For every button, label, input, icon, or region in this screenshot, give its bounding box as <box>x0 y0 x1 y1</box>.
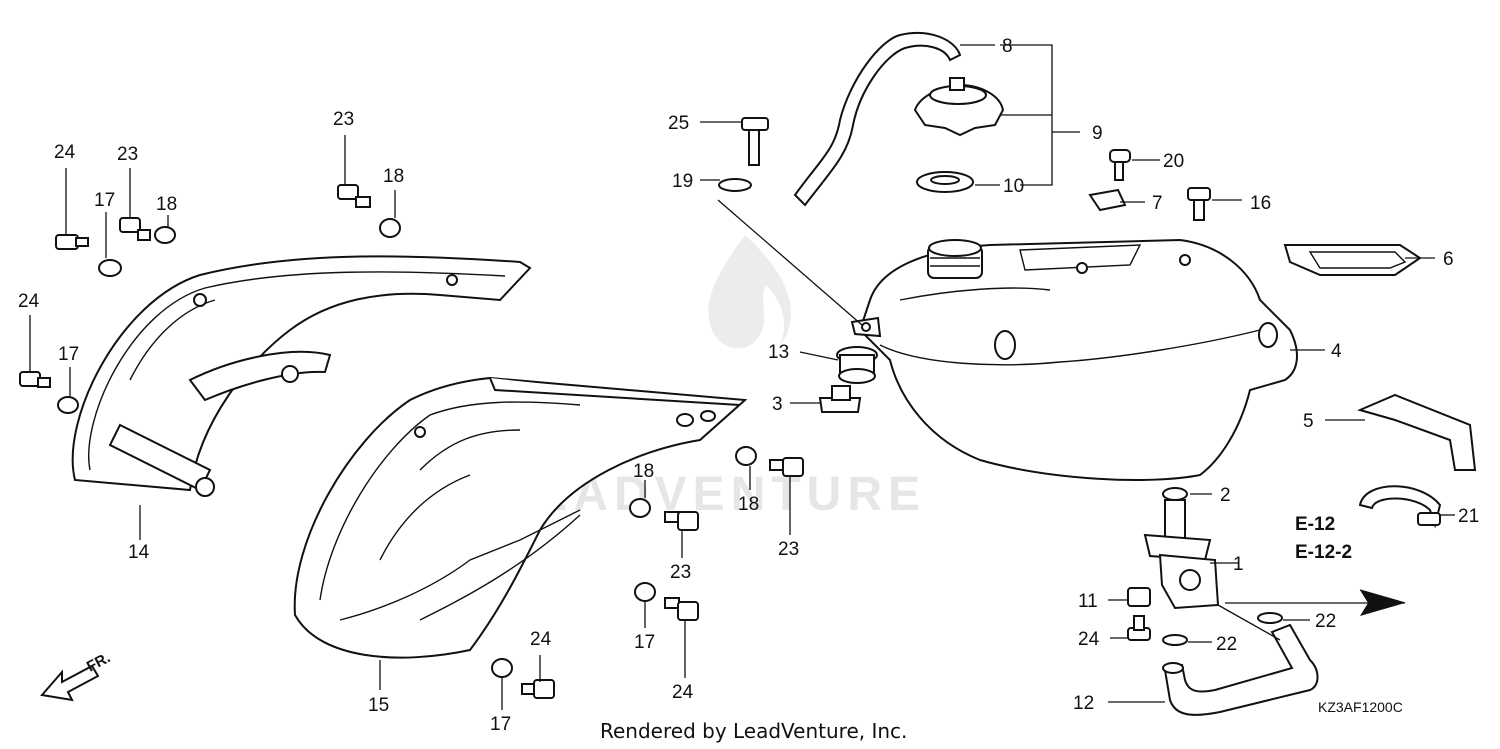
callout-23b: 23 <box>117 144 138 165</box>
callout-24b: 24 <box>18 291 40 312</box>
front-direction-indicator: FR. <box>40 649 113 702</box>
bolt-23b-part[interactable] <box>337 184 371 208</box>
callout-9: 9 <box>1092 123 1103 144</box>
band-21-part[interactable] <box>1358 485 1442 529</box>
collar-18a-part[interactable] <box>154 226 176 244</box>
clip-22b-part[interactable] <box>1162 634 1188 646</box>
left-shroud-part[interactable] <box>71 255 532 497</box>
callout-14: 14 <box>128 542 150 563</box>
callout-16: 16 <box>1250 193 1271 214</box>
collar-17c-part[interactable] <box>634 582 656 602</box>
callout-25: 25 <box>668 113 689 134</box>
bolt-11-part[interactable] <box>1127 587 1151 607</box>
callout-8: 8 <box>1002 36 1013 57</box>
callout-3: 3 <box>772 394 783 415</box>
bolt-24e-part[interactable] <box>1127 615 1151 641</box>
bolt-23a-part[interactable] <box>119 217 151 241</box>
callout-18b: 18 <box>383 166 404 187</box>
credit-text: Rendered by LeadVenture, Inc. <box>600 719 907 743</box>
clip-22a-part[interactable] <box>1257 612 1283 624</box>
callout-13: 13 <box>768 342 789 363</box>
callout-6: 6 <box>1443 249 1454 270</box>
callout-5: 5 <box>1303 411 1314 432</box>
ref-label-e12-2[interactable]: E-12-2 <box>1295 542 1352 563</box>
bolt-16-part[interactable] <box>1187 187 1211 221</box>
callout-4: 4 <box>1331 341 1342 362</box>
collar-17b-part[interactable] <box>57 396 79 414</box>
callout-19: 19 <box>672 171 693 192</box>
callout-17d: 17 <box>490 714 511 735</box>
clip-7-part[interactable] <box>1088 188 1127 212</box>
ref-arrow-icon <box>1360 590 1405 616</box>
fuel-valve-part[interactable] <box>1143 499 1220 610</box>
diagram-code: KZ3AF1200C <box>1318 699 1403 715</box>
callout-17a: 17 <box>94 190 115 211</box>
callout-22b: 22 <box>1216 634 1237 655</box>
callout-17c: 17 <box>634 632 655 653</box>
callout-17b: 17 <box>58 344 79 365</box>
cushion-13-part[interactable] <box>836 346 878 384</box>
bolt-23d-part[interactable] <box>769 457 804 477</box>
bolt-24c-part[interactable] <box>664 597 699 621</box>
callout-24a: 24 <box>54 142 76 163</box>
callout-12: 12 <box>1073 693 1094 714</box>
collar-17d-part[interactable] <box>491 658 513 678</box>
fuel-tank-part[interactable] <box>850 238 1298 481</box>
breather-tube-part[interactable] <box>793 31 962 207</box>
callout-22a: 22 <box>1315 611 1336 632</box>
leader-lines <box>29 44 1455 710</box>
callout-7: 7 <box>1152 193 1163 214</box>
callout-23a: 23 <box>333 109 354 130</box>
fuel-hose-part[interactable] <box>1162 623 1319 716</box>
screw-20-part[interactable] <box>1109 149 1131 181</box>
callout-24d: 24 <box>530 629 552 650</box>
collar-18b-part[interactable] <box>379 218 401 238</box>
callout-11: 11 <box>1078 591 1098 612</box>
callout-15: 15 <box>368 695 389 716</box>
callout-20: 20 <box>1163 151 1184 172</box>
bolt-24d-part[interactable] <box>521 679 555 699</box>
callout-21: 21 <box>1458 506 1479 527</box>
pad-5-part[interactable] <box>1357 393 1477 471</box>
callout-1: 1 <box>1233 554 1244 575</box>
callout-10: 10 <box>1003 176 1024 197</box>
callout-24c: 24 <box>672 682 694 703</box>
callout-18a: 18 <box>156 194 177 215</box>
bolt-24b-part[interactable] <box>19 371 51 388</box>
callout-23d: 23 <box>778 539 799 560</box>
collar-18c-part[interactable] <box>629 498 651 518</box>
cap-gasket-part[interactable] <box>916 171 974 193</box>
callout-2: 2 <box>1220 485 1231 506</box>
collar-18d-part[interactable] <box>735 446 757 466</box>
bolt-23c-part[interactable] <box>664 511 699 531</box>
ref-label-e12[interactable]: E-12 <box>1295 514 1335 535</box>
collar-3-part[interactable] <box>818 385 862 413</box>
o-ring-2-part[interactable] <box>1162 487 1188 501</box>
collar-17a-part[interactable] <box>98 259 122 277</box>
washer-19-part[interactable] <box>718 178 752 192</box>
bolt-24a-part[interactable] <box>55 234 89 250</box>
bolt-25-part[interactable] <box>741 117 769 166</box>
callout-23c: 23 <box>670 562 691 583</box>
fuel-cap-part[interactable] <box>913 77 1005 137</box>
front-arrow-icon <box>40 664 100 702</box>
watermark-flame-icon <box>708 235 791 349</box>
right-shroud-part[interactable] <box>293 376 748 659</box>
callout-18d: 18 <box>738 494 759 515</box>
bracket-6-part[interactable] <box>1283 244 1422 276</box>
callout-24e: 24 <box>1078 629 1100 650</box>
callout-labels: 1 2 3 4 5 6 7 8 9 10 11 12 13 14 15 16 1… <box>18 36 1479 735</box>
callout-18c: 18 <box>633 461 654 482</box>
